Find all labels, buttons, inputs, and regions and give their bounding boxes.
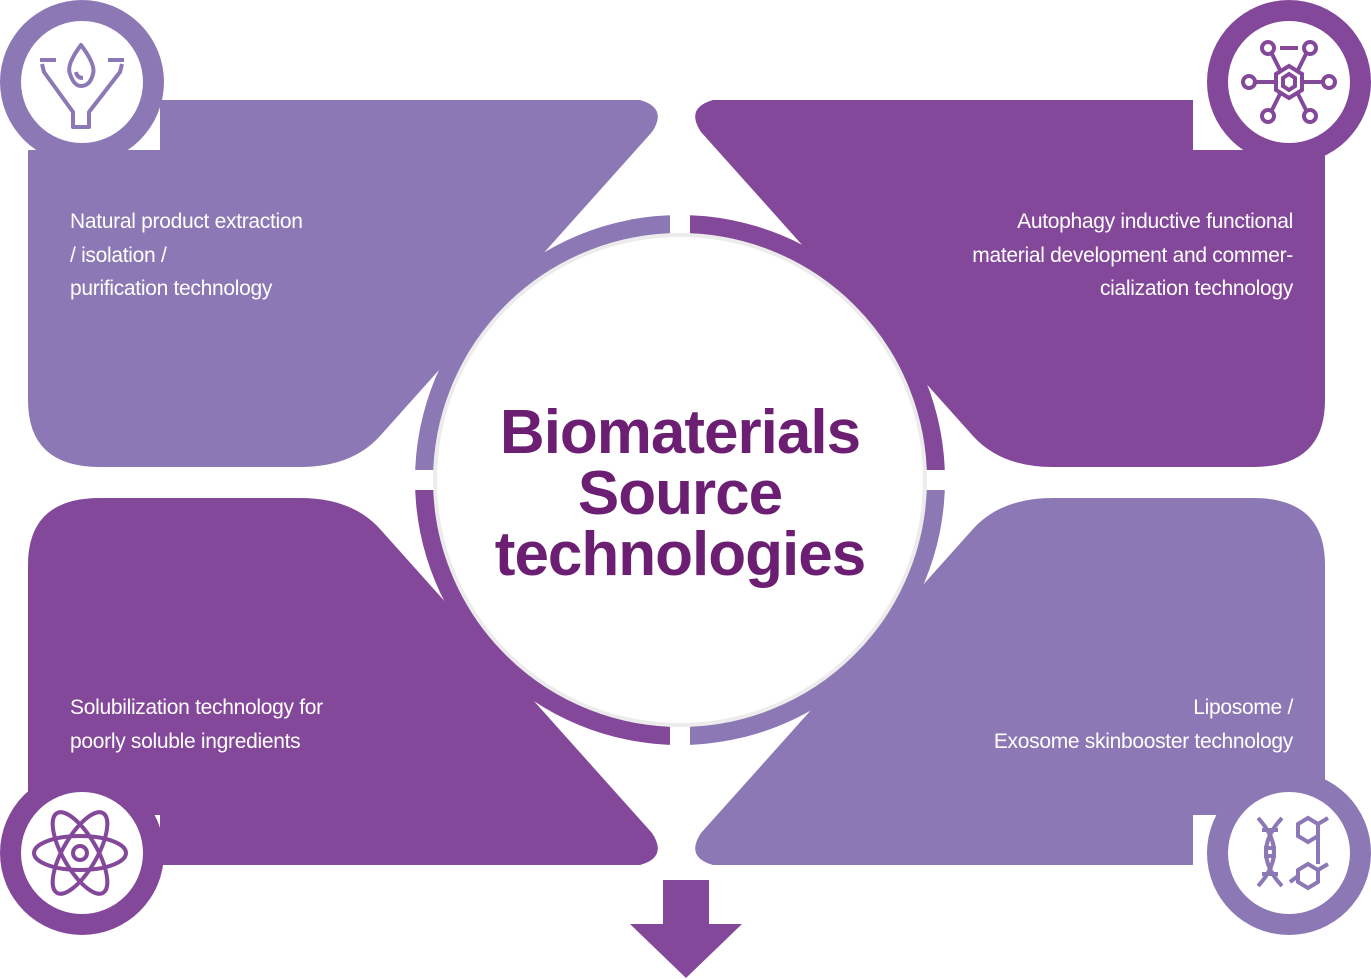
label-line: material development and commer- <box>972 243 1293 267</box>
label-line: / isolation / <box>70 243 167 267</box>
text-bottom-left: Solubilization technology for poorly sol… <box>70 691 323 758</box>
label-line: Solubilization technology for <box>70 696 323 719</box>
center-title: Biomaterials Source technologies <box>430 398 930 589</box>
text-top-right: Autophagy inductive functional material … <box>972 205 1293 306</box>
molecule-network-icon <box>1241 40 1337 124</box>
text-bottom-right: Liposome / Exosome skinbooster technolog… <box>994 691 1293 758</box>
label-line: Autophagy inductive functional <box>1017 210 1293 233</box>
atom-icon <box>32 810 128 896</box>
text-top-left: Natural product extraction / isolation /… <box>70 205 303 306</box>
badge-top-left <box>0 0 164 164</box>
dna-icon <box>1256 815 1330 891</box>
label-line: Liposome / <box>1193 696 1293 719</box>
badge-bottom-right <box>1207 771 1371 935</box>
label-line: purification technology <box>70 277 273 300</box>
label-line: cialization technology <box>1099 277 1293 300</box>
badge-bottom-left <box>0 771 164 935</box>
funnel-drop-icon <box>40 43 124 129</box>
label-line: poorly soluble ingredients <box>70 729 301 753</box>
center-circle <box>433 233 927 727</box>
title-line: Biomaterials <box>499 398 861 467</box>
title-line: Source <box>577 459 783 528</box>
title-line: technologies <box>494 520 866 589</box>
label-line: Exosome skinbooster technology <box>993 729 1293 753</box>
label-line: Natural product extraction <box>70 210 303 233</box>
down-arrow-icon <box>630 880 742 978</box>
badge-top-right <box>1207 0 1371 164</box>
